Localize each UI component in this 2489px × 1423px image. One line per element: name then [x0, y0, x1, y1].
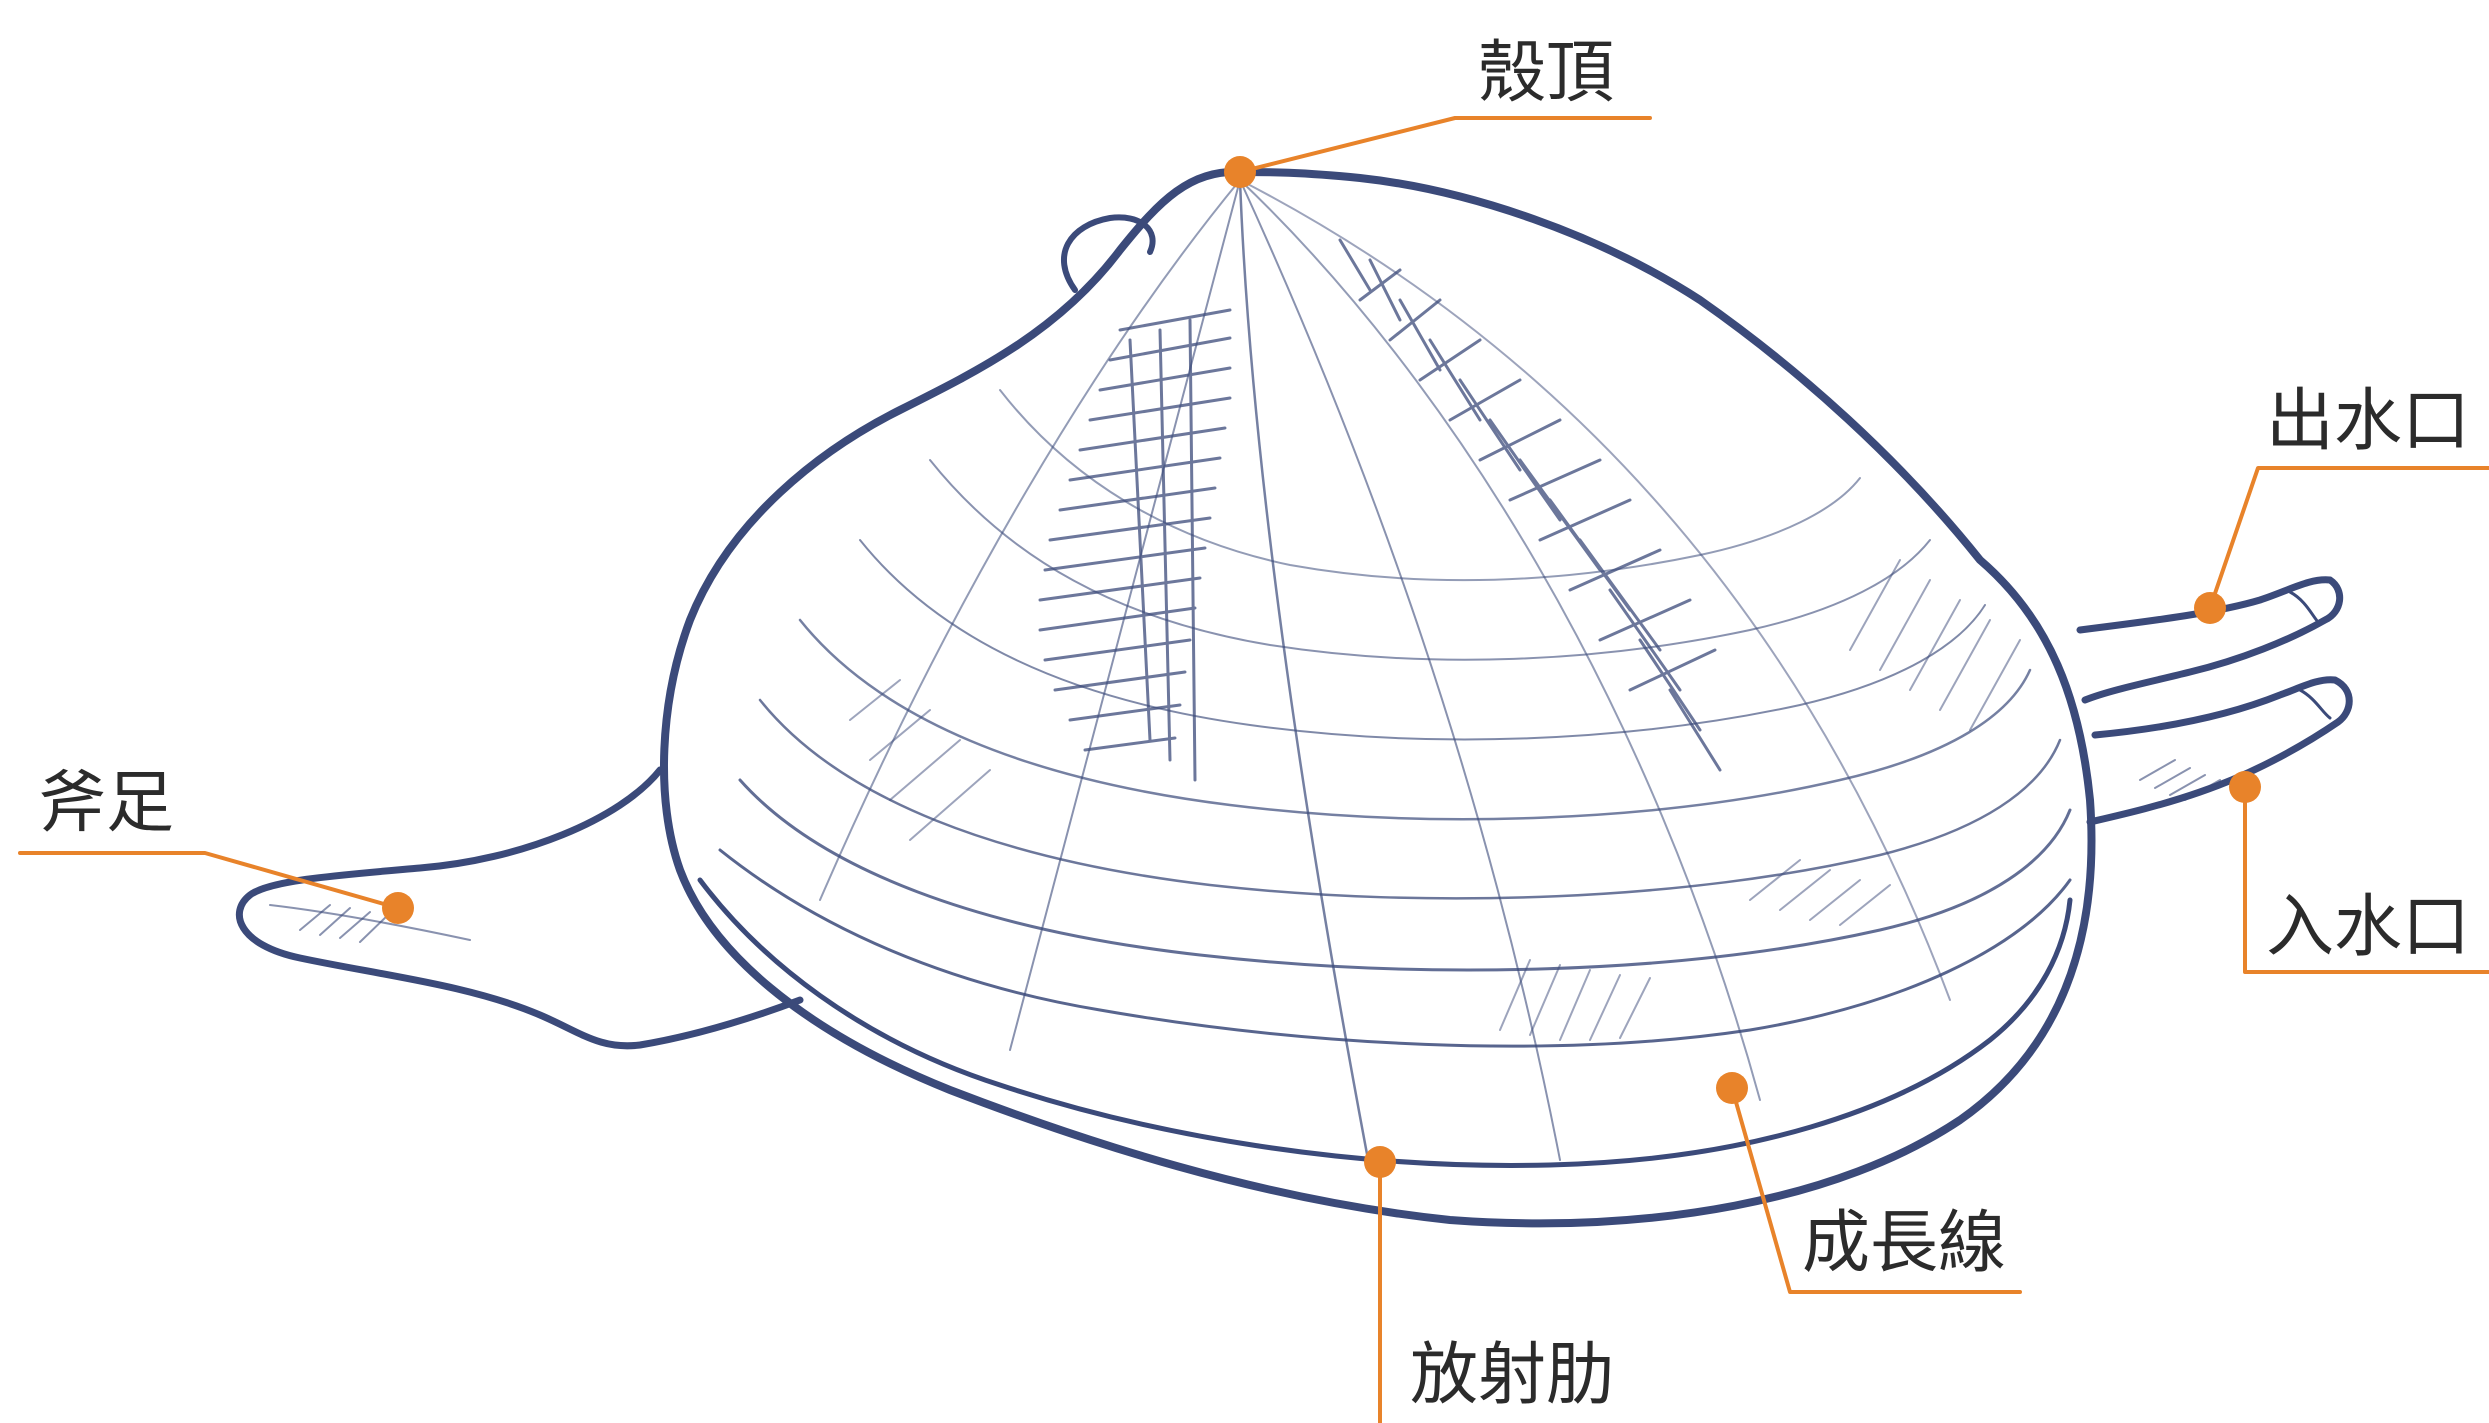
dot-radial-rib	[1364, 1146, 1396, 1178]
label-incurrent-siphon: 入水口	[2266, 888, 2471, 967]
label-growth-line: 成長線	[1802, 1204, 2007, 1283]
leader-growth-line	[1730, 1086, 2022, 1294]
dot-growth-line	[1716, 1072, 1748, 1104]
dot-foot	[382, 892, 414, 924]
leader-foot	[18, 851, 400, 910]
leader-incurrent	[2243, 785, 2489, 974]
label-excurrent-siphon: 出水口	[2266, 382, 2471, 461]
clam-shell	[660, 167, 2096, 1228]
dot-umbo	[1224, 156, 1256, 188]
label-foot: 斧足	[38, 764, 175, 843]
leader-dots	[382, 156, 2261, 1178]
dot-incurrent	[2229, 771, 2261, 803]
clam-foot	[235, 766, 804, 1050]
label-radial-rib: 放射肋	[1410, 1336, 1615, 1415]
leader-umbo	[1238, 116, 1652, 174]
label-umbo: 殼頂	[1478, 34, 1615, 113]
dot-excurrent	[2194, 592, 2226, 624]
leader-excurrent	[2208, 466, 2489, 610]
leader-lines	[18, 116, 2489, 1423]
